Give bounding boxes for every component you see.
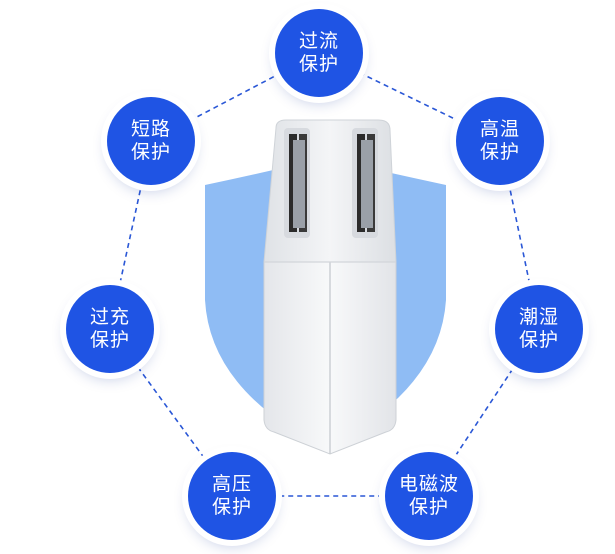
overcharge-protection-icon: 过充 保护: [66, 285, 154, 373]
node-label-line1: 潮湿: [518, 306, 559, 329]
plug-prong-slot: [284, 128, 310, 238]
node-label-line1: 过充: [89, 306, 130, 329]
node-label-line2: 保护: [479, 141, 520, 163]
node-label-line2: 保护: [298, 53, 339, 75]
high-voltage-protection-icon: 高压 保护: [188, 452, 276, 540]
node-label-line1: 短路: [130, 118, 171, 141]
node-label-line1: 高温: [479, 118, 520, 141]
node-label-line1: 电磁波: [398, 473, 459, 496]
humidity-protection-icon: 潮湿 保护: [495, 285, 583, 373]
electromagnetic-wave-protection-icon: 电磁波 保护: [385, 452, 473, 540]
node-label-line1: 过流: [298, 30, 339, 53]
short-circuit-protection-icon: 短路 保护: [107, 97, 195, 185]
plug-prong-slot: [352, 128, 378, 238]
node-label-line2: 保护: [518, 329, 559, 351]
high-temperature-protection-icon: 高温 保护: [456, 97, 544, 185]
node-label-line2: 保护: [408, 496, 449, 518]
node-label-line2: 保护: [211, 496, 252, 518]
overcurrent-protection-icon: 过流 保护: [275, 9, 363, 97]
node-label-line2: 保护: [89, 329, 130, 351]
node-label-line2: 保护: [130, 141, 171, 163]
node-label-line1: 高压: [211, 473, 252, 496]
charger-illustration: [263, 119, 397, 455]
